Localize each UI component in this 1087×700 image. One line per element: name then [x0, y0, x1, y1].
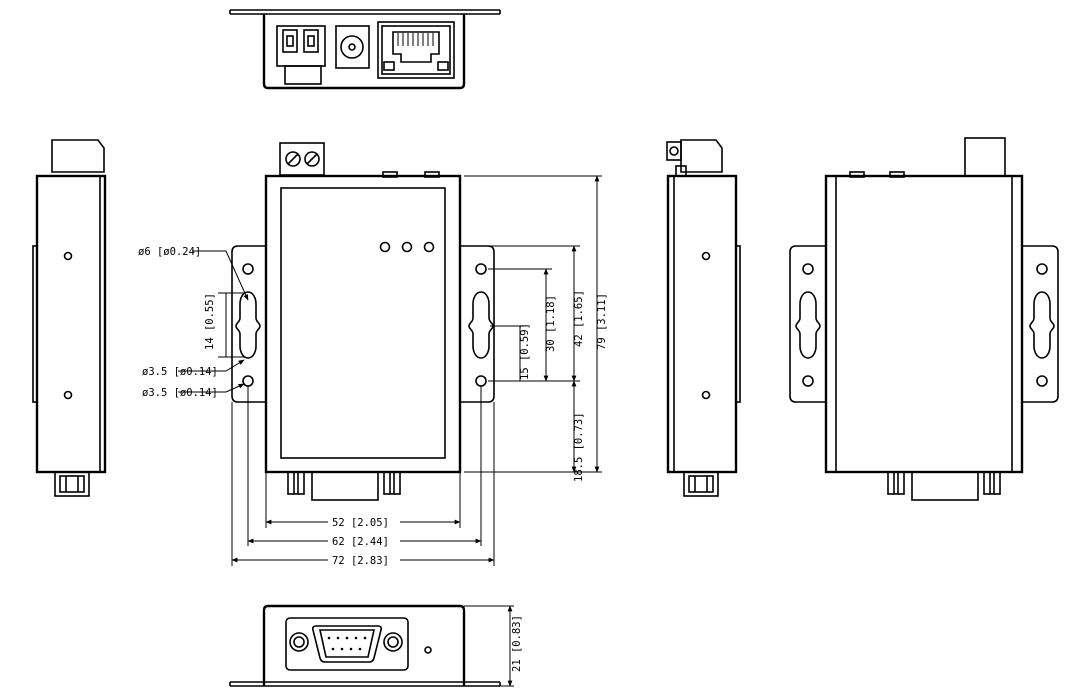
dim-v-79: 79 [3.11]	[596, 293, 608, 350]
dim-hole-3-5-b: ø3.5 [ø0.14]	[142, 387, 218, 399]
left-side-view	[32, 139, 107, 497]
dim-slot-14: 14 [0.55]	[204, 293, 216, 350]
dim-v-18-5: 18.5 [0.73]	[573, 412, 585, 482]
dim-h-52: 52 [2.05]	[332, 517, 389, 529]
bottom-view: 21 [0.83]	[229, 604, 523, 687]
right-side-view	[666, 139, 741, 497]
rj45-port	[377, 21, 455, 79]
db9-port-face	[285, 617, 409, 671]
dim-h-62: 62 [2.44]	[332, 536, 389, 548]
dim-hole-3-5-a: ø3.5 [ø0.14]	[142, 366, 218, 378]
led-indicator-3	[423, 241, 435, 253]
dim-hole-6: ø6 [ø0.24]	[138, 246, 201, 258]
dim-v-30: 30 [1.18]	[545, 295, 557, 352]
back-left-mounting-ear	[789, 245, 826, 403]
db9-connector-back	[887, 471, 1001, 501]
back-right-mounting-ear	[1022, 245, 1059, 403]
db9-connector-front	[287, 471, 401, 501]
terminal-block-front	[279, 142, 325, 176]
dc-power-jack	[335, 25, 370, 69]
led-indicator-1	[379, 241, 391, 253]
dim-v-21: 21 [0.83]	[511, 615, 523, 672]
front-view-dimensions: ø6 [ø0.24] 14 [0.55] ø3.5 [ø0.14] ø3.5 […	[138, 175, 608, 567]
terminal-block-top	[276, 25, 326, 85]
front-view	[231, 142, 495, 501]
dim-v-42: 42 [1.65]	[573, 290, 585, 347]
left-mounting-ear	[231, 245, 266, 403]
top-view	[229, 9, 501, 90]
dim-h-72: 72 [2.83]	[332, 555, 389, 567]
back-view	[789, 137, 1059, 501]
bottom-led-hole	[424, 646, 432, 654]
dim-v-15: 15 [0.59]	[519, 323, 531, 380]
led-indicator-2	[401, 241, 413, 253]
